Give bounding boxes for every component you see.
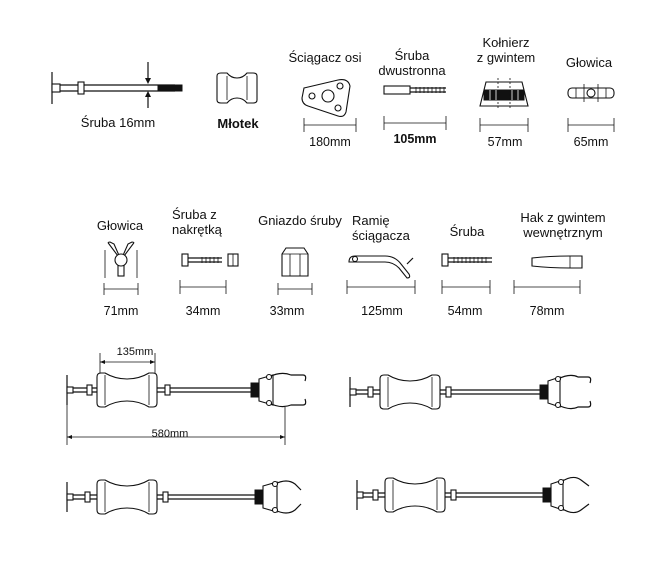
bolt-with-nut-icon [181,253,239,267]
slide-hammer-assembly-4 [356,476,590,514]
bolt-16mm-icon [51,62,183,108]
total-length-size: 580mm [151,428,189,440]
hammer-label: Młotek [217,116,259,131]
handle-length-size: 135mm [116,346,154,358]
head-65-dimension [566,118,616,132]
assembly-top-right [340,365,600,425]
assembly-dimensioned [55,345,315,455]
bolt-socket-label: Gniazdo śruby [258,213,342,228]
bolt-with-nut-drawing [180,250,240,270]
puller-arm-icon [348,255,414,279]
double-bolt-drawing [380,80,450,100]
hammer-drawing [213,72,261,104]
head-71-icon [104,241,138,278]
axle-puller-size: 180mm [309,135,351,149]
assembly-bottom-left [55,470,315,530]
screw-size: 54mm [447,304,483,318]
bolt-socket-icon [281,247,309,277]
puller-arm-drawing [345,250,420,280]
head-71-drawing [103,240,139,280]
puller-arm-label-line2: ściągacza [352,228,410,243]
threaded-flange-dimension [478,118,530,132]
bolt-with-nut-label-line1: Śruba z [172,207,217,222]
double-bolt-dimension [382,116,448,130]
threaded-flange-icon [479,78,529,110]
axle-puller-icon [301,79,351,118]
axle-puller-dimension [302,118,358,132]
puller-arm-size: 125mm [361,304,403,318]
head-65-icon [567,84,615,102]
double-bolt-size: 105mm [393,132,437,146]
threaded-flange-label-line2: z gwintem [476,50,536,65]
puller-arm-dimension [345,280,417,294]
bolt-with-nut-size: 34mm [185,304,221,318]
bolt-with-nut-dimension [178,280,228,294]
bolt-socket-dimension [276,282,314,295]
hook-size: 78mm [529,304,565,318]
assembly-bottom-right [345,468,605,528]
hook-label-line1: Hak z gwintem [520,210,606,225]
head-71-label: Głowica [96,218,144,233]
threaded-flange-label-line1: Kołnierz [482,35,530,50]
bolt-socket-drawing [278,244,312,280]
puller-arm-label-line1: Ramię [352,213,390,228]
screw-icon [441,253,492,267]
bolt-16mm-label: Śruba 16mm [80,115,156,130]
head-71-dimension [102,282,140,295]
head-65-drawing [566,82,616,104]
double-bolt-icon [383,85,446,95]
hook-icon [531,255,583,269]
slide-hammer-assembly-1 [66,353,307,445]
screw-label: Śruba [449,224,485,239]
threaded-flange-drawing [476,78,532,110]
hook-dimension [512,280,582,294]
head-65-size: 65mm [573,135,609,149]
screw-dimension [440,280,492,294]
bolt-16mm-drawing [40,60,190,110]
double-bolt-label-line1: Śruba [394,48,430,63]
bolt-socket-size: 33mm [269,304,305,318]
hook-drawing [530,252,586,272]
slide-hammer-assembly-2 [349,374,592,410]
threaded-flange-size: 57mm [487,135,523,149]
bolt-with-nut-label-line2: nakrętką [172,222,222,237]
double-bolt-label-line2: dwustronna [378,63,446,78]
axle-puller-label: Ściągacz osi [288,50,362,65]
slide-hammer-assembly-3 [66,479,302,515]
head-71-size: 71mm [103,304,139,318]
hook-label-line2: wewnętrznym [523,225,603,240]
screw-drawing [440,252,496,268]
hammer-icon [216,72,258,104]
axle-puller-drawing [298,72,358,122]
head-65-label: Głowica [565,55,613,70]
